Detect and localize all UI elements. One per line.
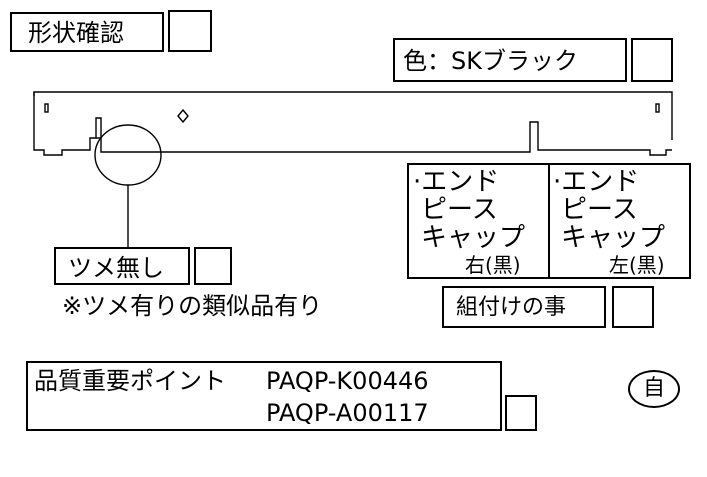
no-claw-label-box: ツメ無し bbox=[54, 247, 190, 285]
color-label: 色：SKブラック bbox=[403, 47, 578, 75]
end-cap-left-line2: ピース bbox=[561, 195, 638, 225]
left-slot bbox=[44, 103, 49, 113]
part-top-edge bbox=[33, 91, 673, 140]
end-cap-right-line2: ピース bbox=[421, 195, 498, 225]
shape-check-label-box: 形状確認 bbox=[10, 12, 164, 52]
part-bottom-edge bbox=[70, 117, 672, 156]
end-cap-divider bbox=[548, 165, 550, 277]
end-cap-right-side: 右(黒) bbox=[465, 253, 521, 277]
self-stamp-text: 自 bbox=[642, 376, 665, 401]
color-checkbox[interactable] bbox=[631, 38, 673, 82]
quality-point-box: 品質重要ポイント PAQP-K00446 PAQP-A00117 bbox=[26, 361, 502, 431]
quality-code-1: PAQP-K00446 bbox=[266, 367, 429, 395]
end-cap-left-side: 左(黒) bbox=[609, 253, 665, 277]
quality-code-2: PAQP-A00117 bbox=[266, 399, 429, 427]
quality-checkbox[interactable] bbox=[505, 395, 537, 431]
right-slot bbox=[655, 103, 660, 113]
end-cap-box: ·エンド ピース キャップ 右(黒) ·エンド ピース キャップ 左(黒) bbox=[407, 163, 691, 279]
self-stamp: 自 bbox=[628, 370, 680, 408]
shape-check-checkbox[interactable] bbox=[168, 10, 212, 52]
end-cap-right-line3: キャップ bbox=[421, 223, 526, 253]
quality-point-label: 品質重要ポイント bbox=[34, 367, 226, 395]
similar-product-note: ※ツメ有りの類似品有り bbox=[62, 292, 323, 320]
end-cap-right-line1: ·エンド bbox=[413, 167, 500, 197]
detail-circle bbox=[94, 124, 162, 186]
diamond-hole bbox=[177, 108, 189, 124]
no-claw-label: ツメ無し bbox=[68, 254, 164, 282]
shape-check-label: 形状確認 bbox=[28, 19, 124, 47]
assemble-label-box: 組付けの事 bbox=[442, 286, 606, 328]
no-claw-checkbox[interactable] bbox=[194, 247, 232, 285]
part-left-end bbox=[33, 92, 70, 156]
assemble-checkbox[interactable] bbox=[612, 286, 654, 328]
end-cap-left-line1: ·エンド bbox=[553, 167, 640, 197]
end-cap-left-line3: キャップ bbox=[561, 223, 666, 253]
color-label-box: 色：SKブラック bbox=[393, 38, 627, 82]
assemble-label: 組付けの事 bbox=[456, 295, 567, 320]
